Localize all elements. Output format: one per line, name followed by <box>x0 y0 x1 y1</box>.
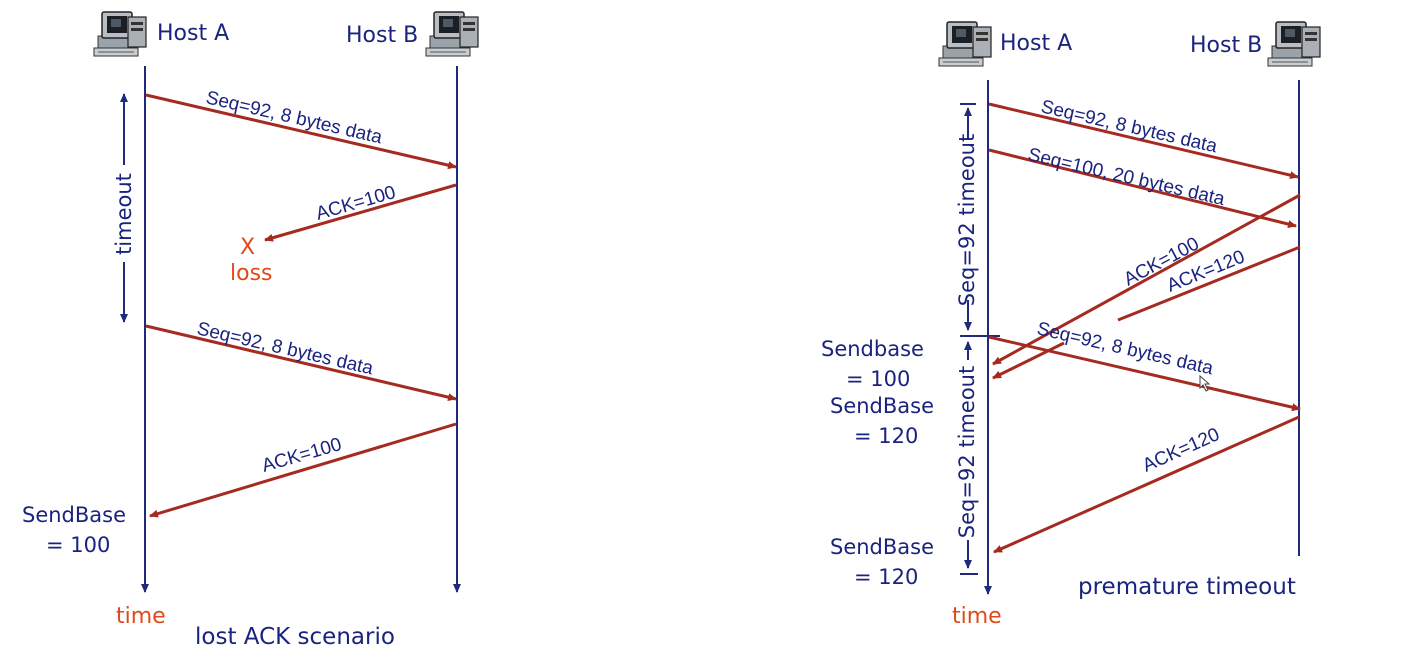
sendbase3-label: SendBase <box>830 535 934 559</box>
host-b-computer-icon <box>425 11 479 57</box>
ack100-delivered <box>149 422 457 518</box>
timeout1-label: Seq=92 timeout <box>955 134 979 306</box>
premature-timeout-diagram: Host A Host B Seq=92 timeout Seq=92 time… <box>821 21 1321 629</box>
segment-seq92 <box>145 93 457 170</box>
ack120-lower-segment <box>992 341 1065 380</box>
segment-seq92 <box>988 102 1299 180</box>
segment-seq92-label: Seq=92, 8 bytes data <box>1039 96 1220 157</box>
ack120-final <box>993 415 1300 554</box>
lost-ack-diagram: Host A Host B timeout Seq=92, 8 bytes da… <box>22 11 479 650</box>
ack100-lost-label: ACK=100 <box>314 182 398 225</box>
retransmit-seq92 <box>145 324 457 402</box>
host-a-computer-icon <box>938 21 992 67</box>
sendbase1-value: = 100 <box>846 367 910 391</box>
sendbase3-value: = 120 <box>854 565 918 589</box>
loss-label: loss <box>230 261 273 286</box>
time-label: time <box>116 604 166 629</box>
ack120-upper-segment <box>1117 245 1301 322</box>
loss-x-mark: X <box>240 235 255 260</box>
scenario-caption: lost ACK scenario <box>195 624 395 650</box>
host-b-label: Host B <box>346 23 418 48</box>
host-a-label: Host A <box>157 21 229 46</box>
host-a-computer-icon <box>93 11 147 57</box>
host-a-label: Host A <box>1000 31 1072 56</box>
scenario-caption: premature timeout <box>1078 574 1296 600</box>
timeout2-label: Seq=92 timeout <box>955 366 979 538</box>
segment-seq100 <box>988 148 1297 228</box>
timeout-label: timeout <box>112 173 136 255</box>
sendbase2-label: SendBase <box>830 394 934 418</box>
retransmit-seq92-label: Seq=92, 8 bytes data <box>195 318 376 379</box>
sendbase-value: = 100 <box>46 533 110 557</box>
sendbase2-value: = 120 <box>854 424 918 448</box>
segment-seq92-label: Seq=92, 8 bytes data <box>204 87 385 148</box>
host-b-label: Host B <box>1190 33 1262 58</box>
ack100-lost <box>264 183 457 242</box>
retransmit-seq92 <box>988 335 1301 412</box>
host-b-computer-icon <box>1267 21 1321 67</box>
mouse-pointer-icon <box>1199 374 1211 392</box>
sendbase-label: SendBase <box>22 503 126 527</box>
ack100 <box>992 193 1301 366</box>
sendbase1-label: Sendbase <box>821 337 924 361</box>
retransmit-seq92-label: Seq=92, 8 bytes data <box>1035 318 1216 379</box>
time-label: time <box>952 604 1002 629</box>
